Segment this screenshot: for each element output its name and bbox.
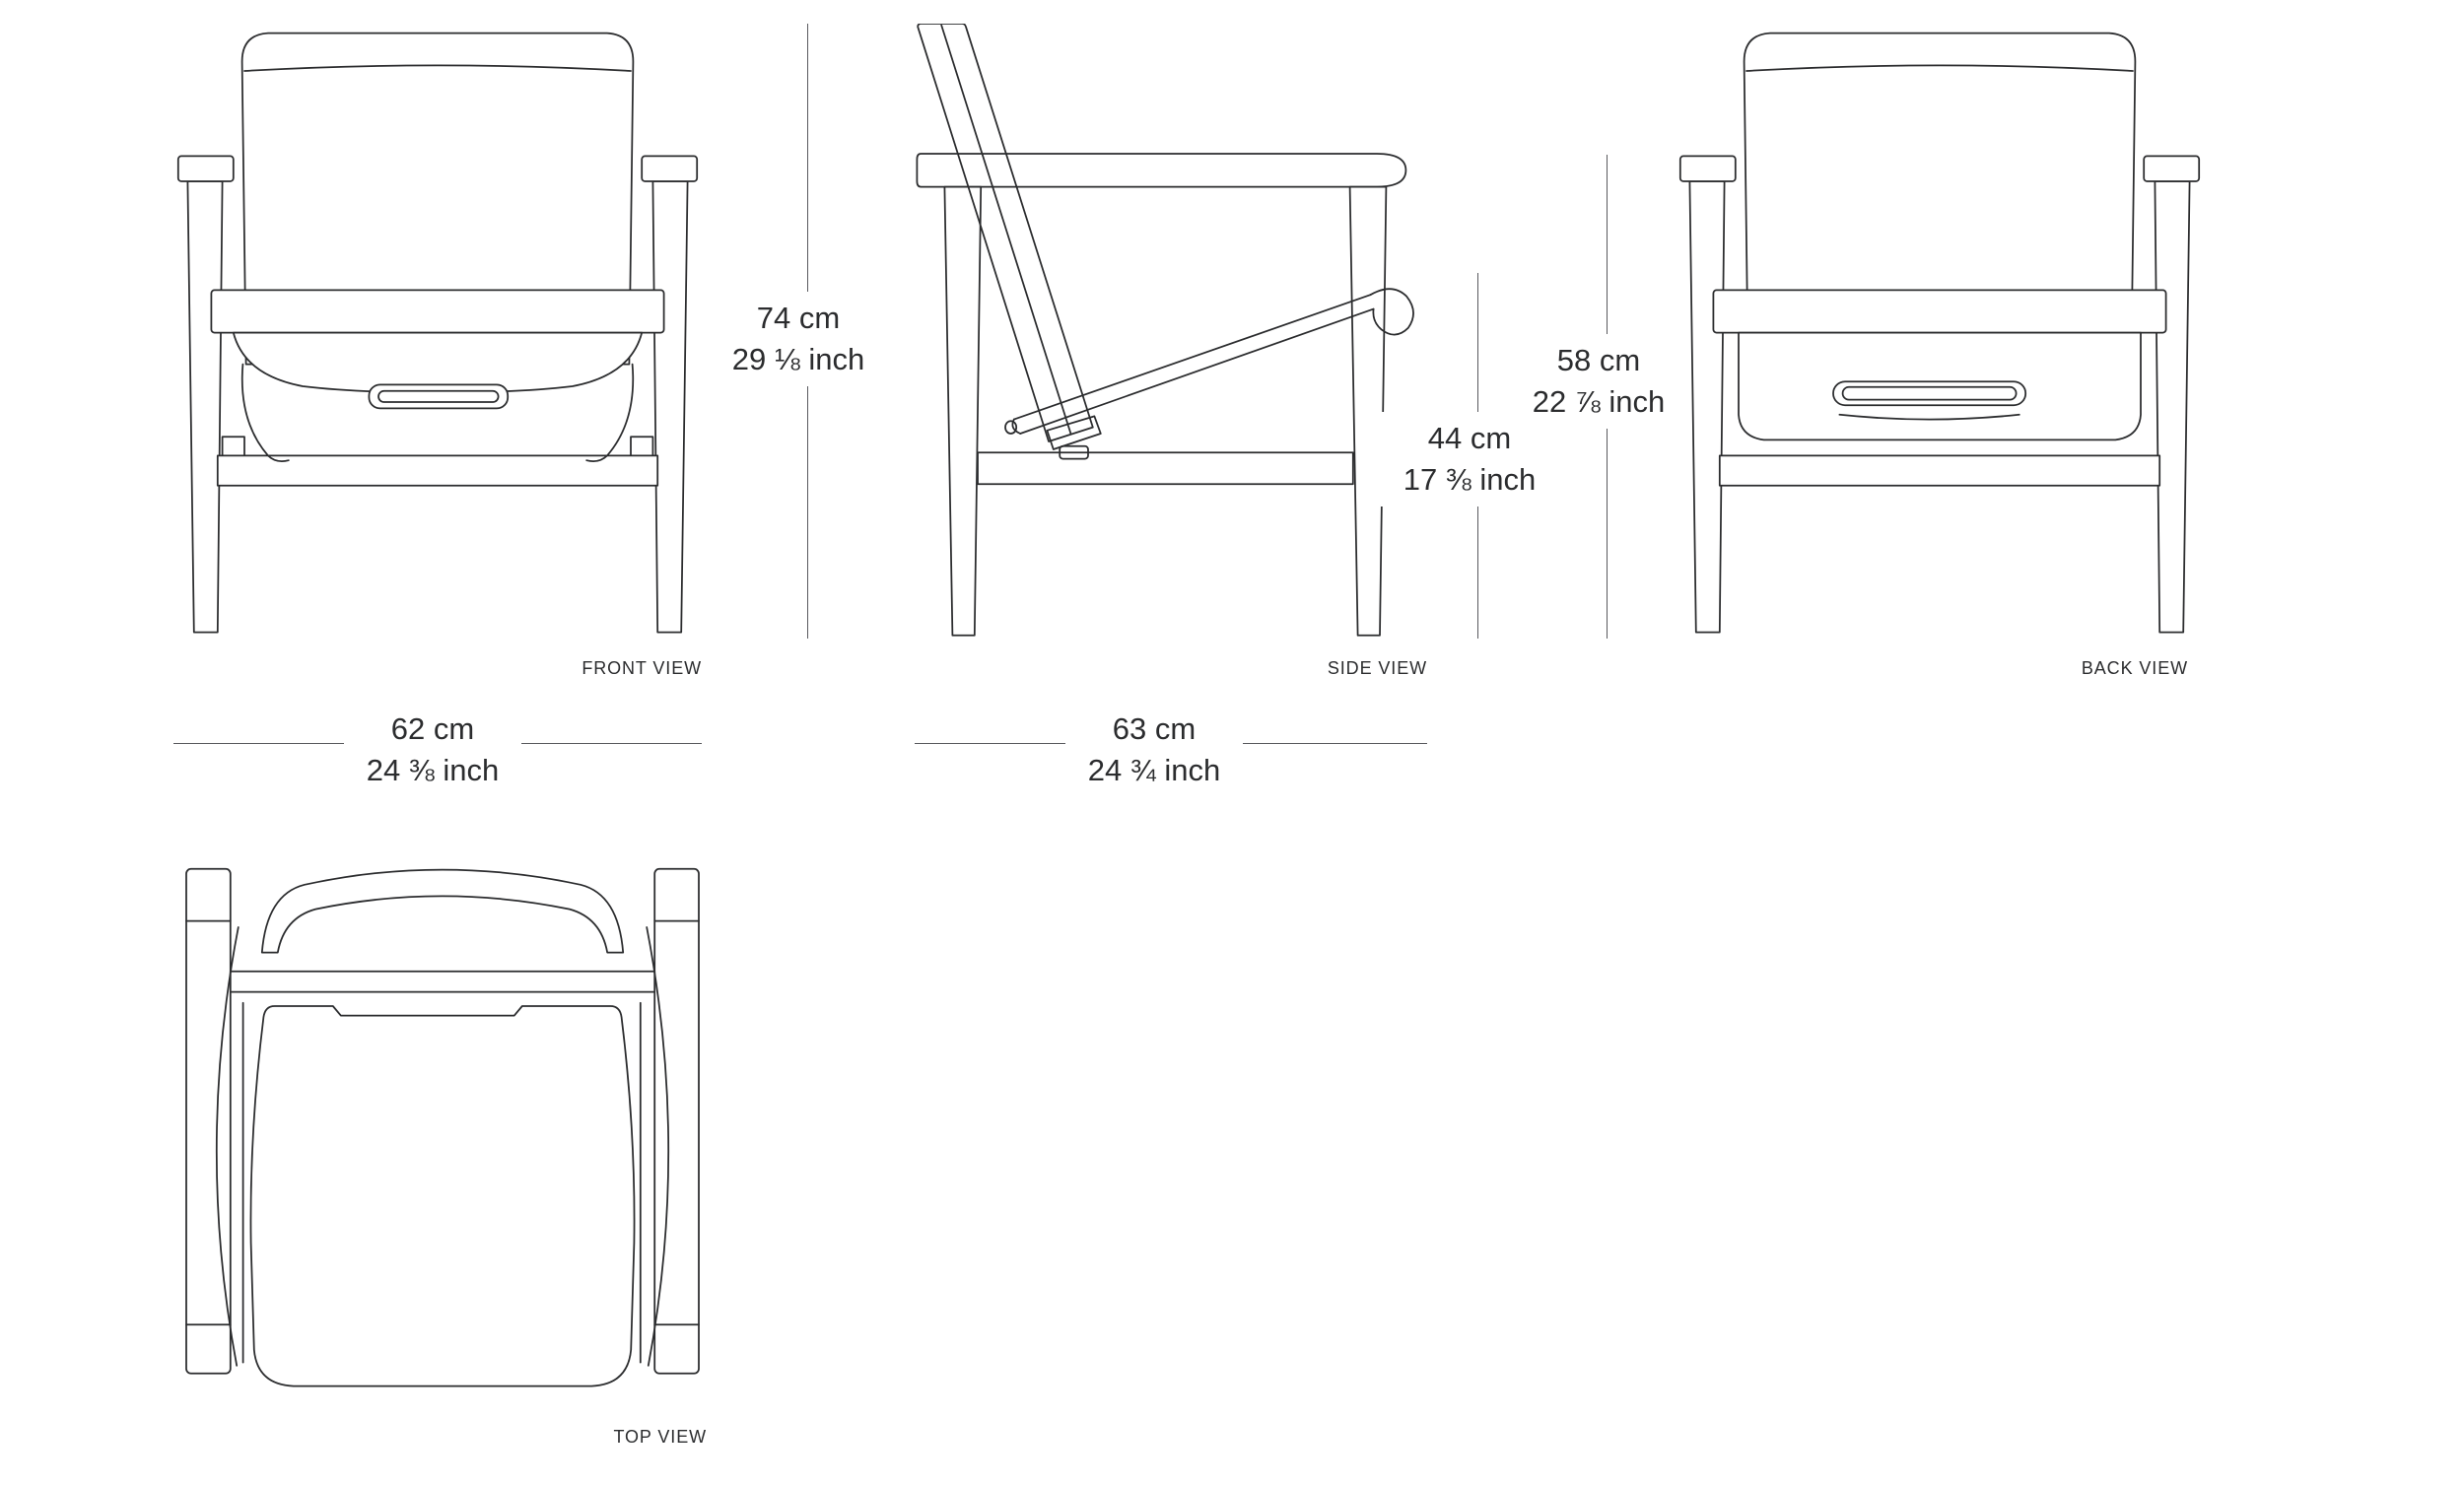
overall-depth-cm: 63 cm: [1112, 711, 1197, 746]
side-view-label: SIDE VIEW: [1327, 658, 1427, 678]
overall-depth-inch: 24 ¾ inch: [1087, 753, 1221, 787]
front-canvas-flaps: [240, 363, 635, 462]
top-seat-side-bars: [241, 1001, 642, 1364]
top-view-label: TOP VIEW: [613, 1427, 707, 1447]
overall-height-inch: 29 ⅛ inch: [731, 342, 865, 376]
overall-height-dimension: 74 cm 29 ⅛ inch: [710, 292, 887, 386]
side-back-post: [917, 24, 1094, 442]
seat-height-inch: 17 ⅜ inch: [1403, 462, 1537, 497]
front-seat-rail: [210, 289, 665, 334]
seat-height-dimension: 44 cm 17 ⅜ inch: [1381, 412, 1558, 507]
front-handle: [368, 383, 510, 410]
top-side-rails: [185, 867, 700, 1375]
top-cross-bar: [229, 970, 656, 993]
side-seat-sling: [1004, 288, 1414, 435]
back-view-drawing: [1678, 32, 2201, 634]
top-view-drawing: [185, 867, 700, 1387]
back-backrest: [1743, 32, 2137, 366]
front-view-drawing: [176, 32, 699, 634]
overall-width-cm: 62 cm: [390, 711, 475, 746]
side-view-drawing: [916, 24, 1414, 637]
seat-height-cm: 44 cm: [1427, 421, 1512, 455]
back-stretcher: [1718, 454, 2161, 487]
front-seat-sling: [232, 331, 644, 394]
back-seat-rail: [1712, 289, 2167, 334]
back-view-label: BACK VIEW: [2081, 658, 2188, 678]
armrest-height-dimension: 58 cm 22 ⅞ inch: [1510, 334, 1687, 429]
top-backrest-arch: [260, 868, 625, 954]
armrest-height-cm: 58 cm: [1556, 343, 1641, 377]
side-armrest: [916, 153, 1407, 188]
front-stretcher: [216, 436, 659, 487]
side-stretcher: [977, 451, 1354, 486]
overall-width-dimension: 62 cm 24 ⅜ inch: [344, 703, 521, 797]
front-armrest-caps: [176, 155, 699, 182]
top-seat-canvas: [249, 1005, 636, 1387]
top-armrest-arcs: [215, 926, 670, 1367]
side-post-foot: [1046, 415, 1102, 460]
front-backrest: [240, 32, 635, 366]
back-armrest-caps: [1678, 155, 2201, 182]
overall-height-cm: 74 cm: [756, 301, 841, 335]
front-view-label: FRONT VIEW: [582, 658, 702, 678]
side-legs: [943, 185, 1388, 637]
overall-width-inch: 24 ⅜ inch: [366, 753, 500, 787]
back-handle: [1832, 380, 2027, 421]
overall-depth-dimension: 63 cm 24 ¾ inch: [1065, 703, 1243, 797]
